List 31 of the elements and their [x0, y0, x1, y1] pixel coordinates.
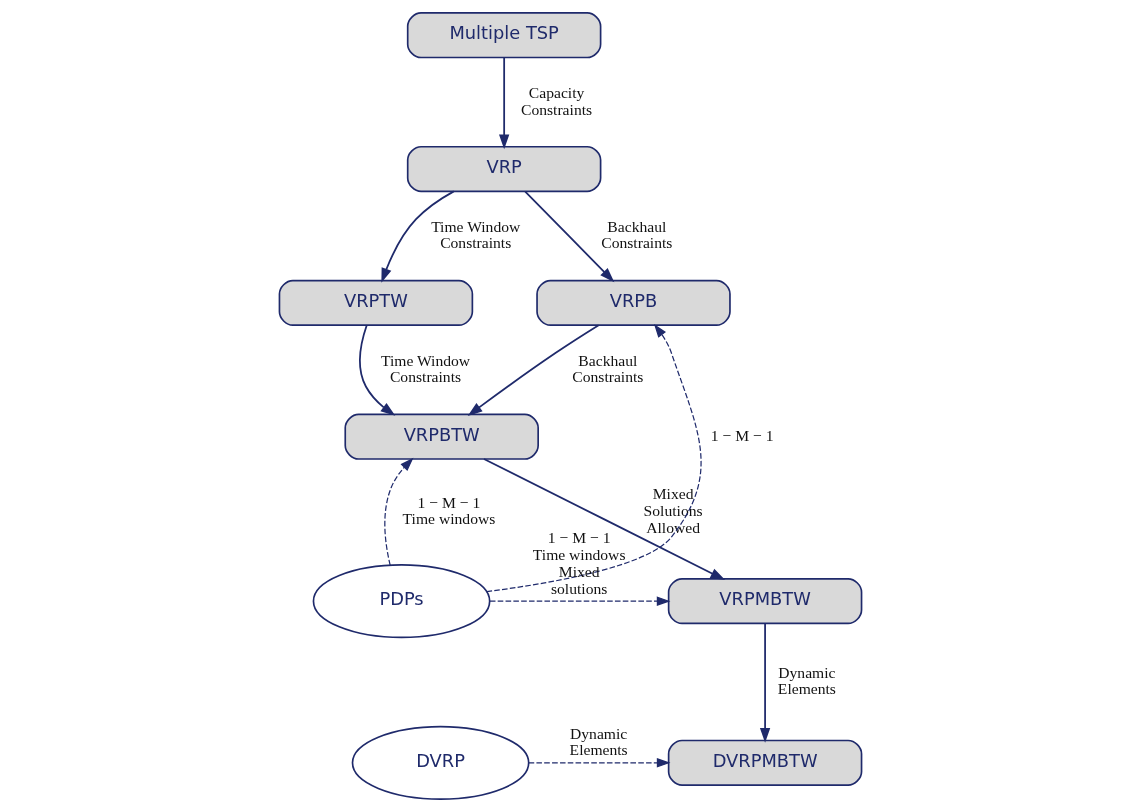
arrow	[358, 324, 395, 416]
node-box: VRP	[406, 145, 601, 193]
edge-label: Time Window Constraints	[430, 217, 520, 252]
node-box: VRPTW	[278, 279, 473, 326]
edge-label: 1 − M − 1	[710, 426, 774, 444]
node-box: VRPMBTW	[667, 578, 862, 625]
node-box: VRPB	[535, 279, 731, 326]
node-ellipse: DVRP	[351, 725, 529, 800]
arrow	[523, 190, 614, 283]
edge-label: Dynamic Elements	[569, 724, 628, 759]
arrow	[467, 324, 599, 416]
node-box: DVRPMBTW	[667, 739, 862, 786]
arrow	[759, 622, 770, 743]
edge-label: Backhaul Constraints	[600, 217, 672, 252]
edge-label: Capacity Constraints	[520, 83, 592, 118]
arrow	[498, 56, 509, 150]
edge-label: Time Window Constraints	[380, 351, 470, 386]
edge-label: Backhaul Constraints	[571, 351, 643, 386]
arrow	[482, 458, 725, 580]
edge-label: Dynamic Elements	[777, 663, 836, 698]
arrow	[527, 758, 670, 768]
node-ellipse: PDPs	[312, 564, 490, 639]
arrow	[380, 190, 455, 283]
node-box: Multiple TSP	[406, 12, 601, 59]
node-box: VRPBTW	[343, 413, 539, 460]
arrow	[488, 596, 670, 606]
edge-label: 1 − M − 1 Time windows Mixed solutions	[532, 529, 625, 597]
edge-label: Mixed Solutions Allowed	[643, 485, 703, 536]
arrow	[383, 457, 413, 566]
arrow	[485, 324, 702, 593]
edge-label: 1 − M − 1 Time windows	[402, 493, 495, 528]
